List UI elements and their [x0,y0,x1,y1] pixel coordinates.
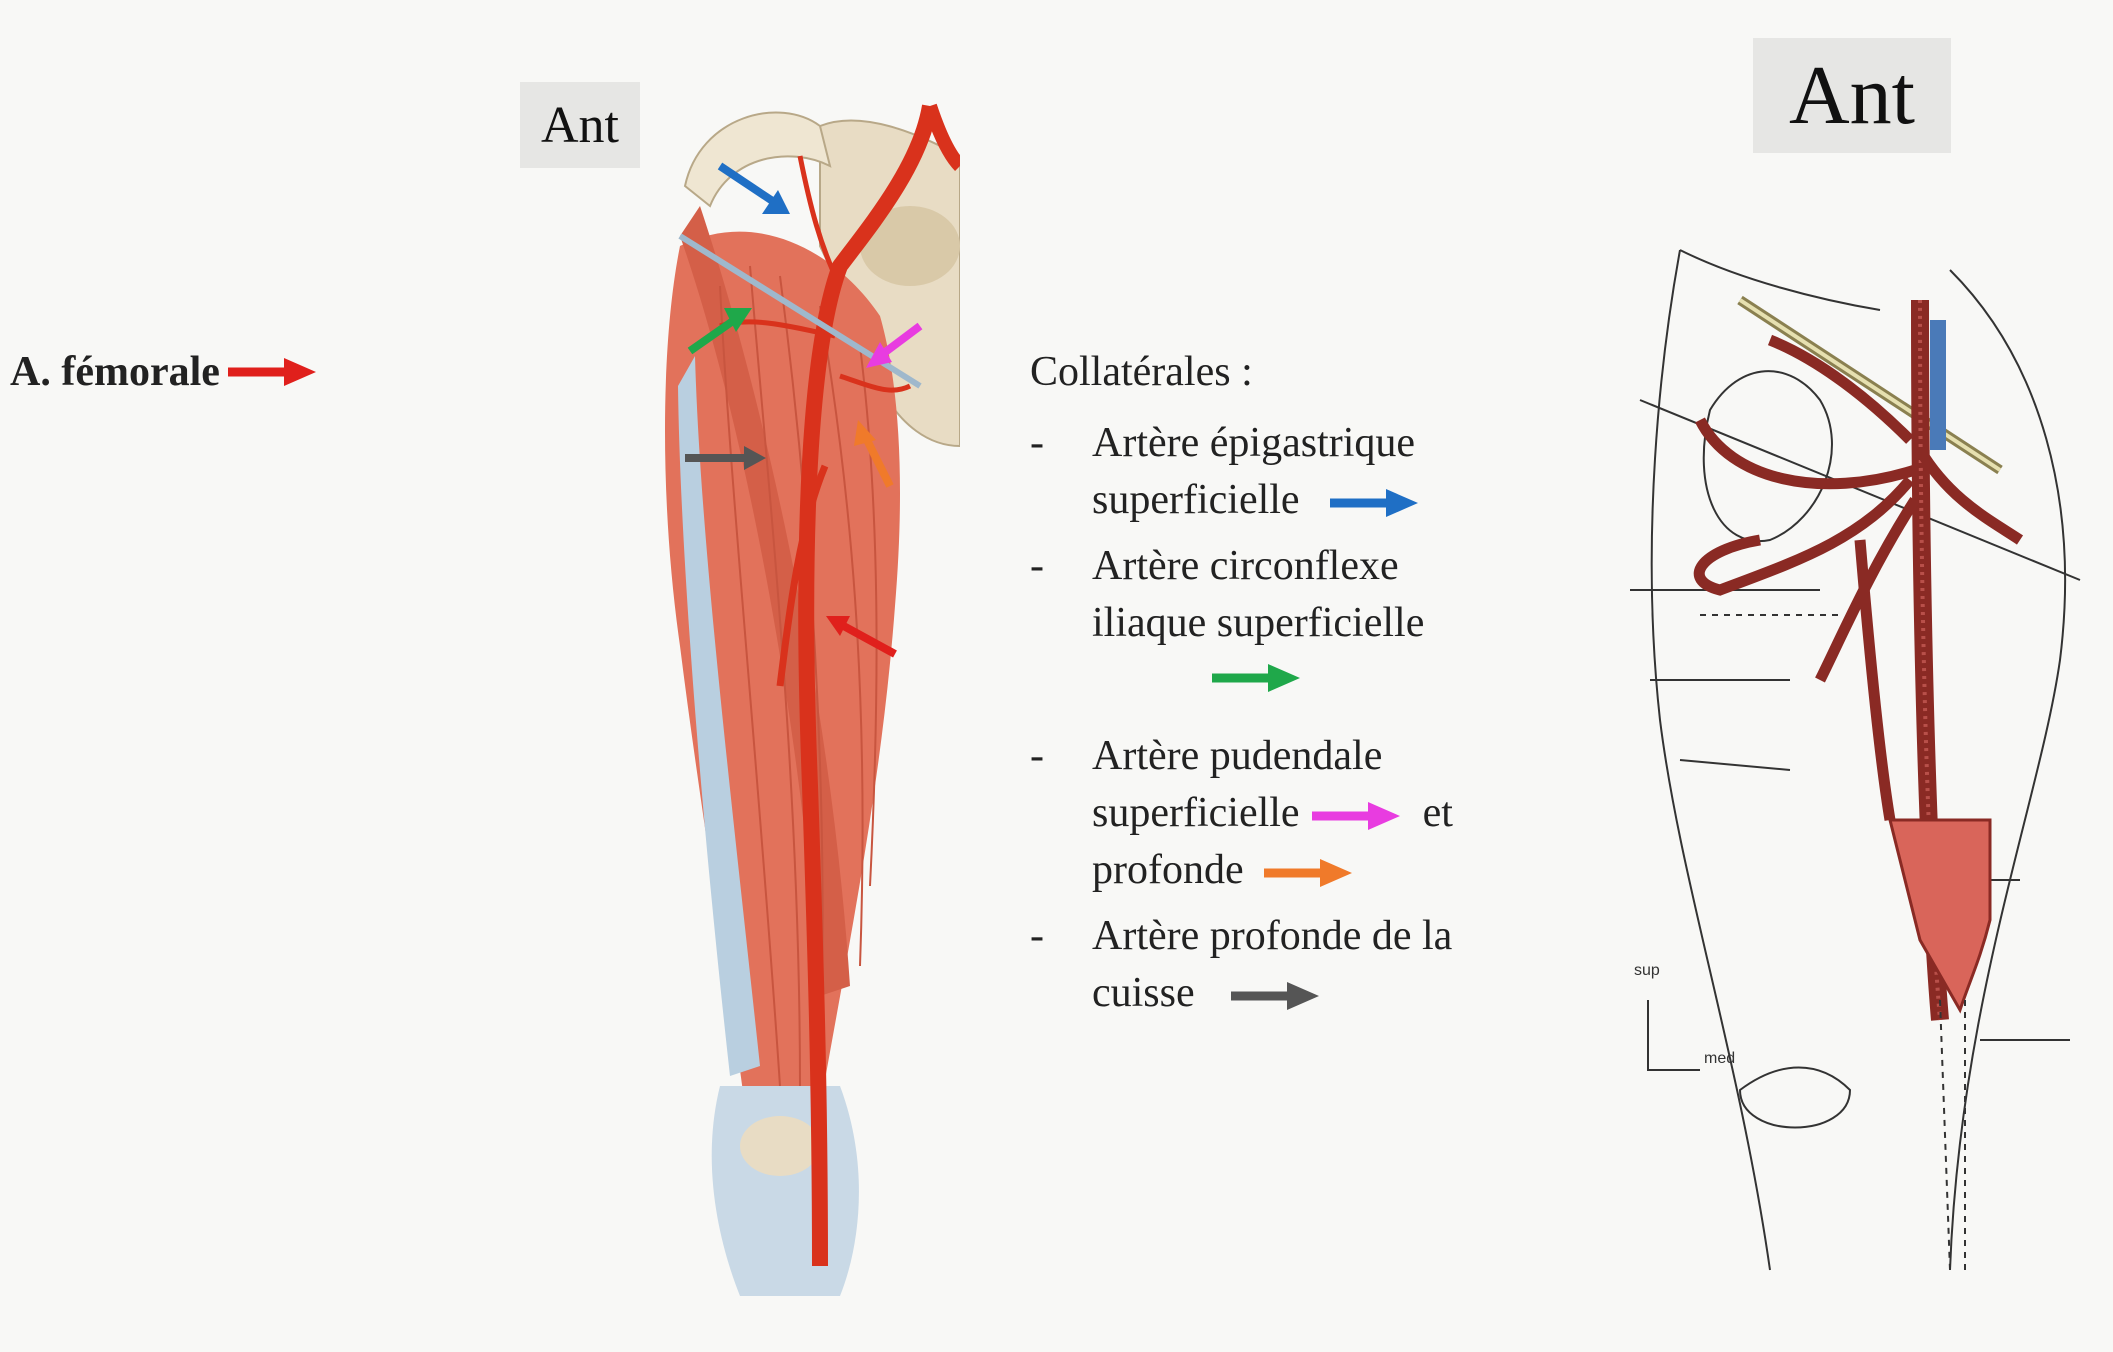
anterior-label-right: Ant [1753,38,1951,153]
orange-arrow-icon [1264,859,1353,888]
collateral-line: Artère circonflexe [1092,543,1399,589]
orientation-axis [1647,1000,1700,1071]
femoral-artery-text: A. fémorale [10,349,220,395]
green-arrow-icon [1212,664,1300,692]
pudendal-branch-drawing [839,373,912,393]
gray-arrow-icon [685,446,766,470]
collateral-line: profonde [1092,847,1244,893]
orange-arrow-icon [854,420,894,488]
schematic-outline [1630,249,2081,1271]
collaterals-title: Collatérales : [1030,349,1253,395]
magenta-arrow-icon [1312,802,1401,831]
collateral-line: Artère épigastrique [1092,420,1416,466]
femoral-artery-label: A. fémorale [10,348,318,396]
collateral-line: superficielle [1092,790,1300,836]
collateral-line: cuisse [1092,970,1195,1016]
deep-femoral-branch-drawing [776,464,829,687]
schematic-adductor-region [1888,818,1992,1014]
thigh-anatomy-illustration [665,103,960,1296]
axis-med-label: med [1704,1050,1735,1067]
schematic-branches [1693,334,2024,821]
list-dash: - [1030,913,1044,959]
gray-arrow-icon [1231,982,1320,1011]
collateral-line: superficielle [1092,477,1300,523]
blue-arrow-icon [717,162,790,214]
axis-sup-label: sup [1634,962,1660,979]
sacrum-bone [860,206,960,286]
blue-arrow-icon [1330,489,1419,518]
list-dash: - [1030,420,1044,466]
magenta-arrow-icon [866,322,923,368]
fascia-lata [678,356,760,1076]
red-artery-arrow-icon [826,616,897,658]
collateral-line: iliaque superficielle [1092,600,1425,646]
green-arrow-icon [687,308,752,355]
iliac-artery-drawing [923,103,960,171]
anterior-label-left: Ant [520,82,640,168]
list-dash: - [1030,543,1044,589]
femoral-artery-drawing [798,104,938,1267]
collateral-line: Artère pudendale [1092,733,1383,779]
muscle-fibers [719,265,878,1087]
collateral-line: Artère profonde de la [1092,913,1453,959]
list-dash: - [1030,733,1044,779]
patella-bone [740,1116,820,1176]
schematic-vein [1930,320,1946,450]
thigh-schematic-drawing: sup med [1630,249,2081,1271]
epigastric-branch-drawing [797,155,843,288]
red-arrow-icon [227,358,316,386]
collateral-line: et [1422,790,1453,836]
